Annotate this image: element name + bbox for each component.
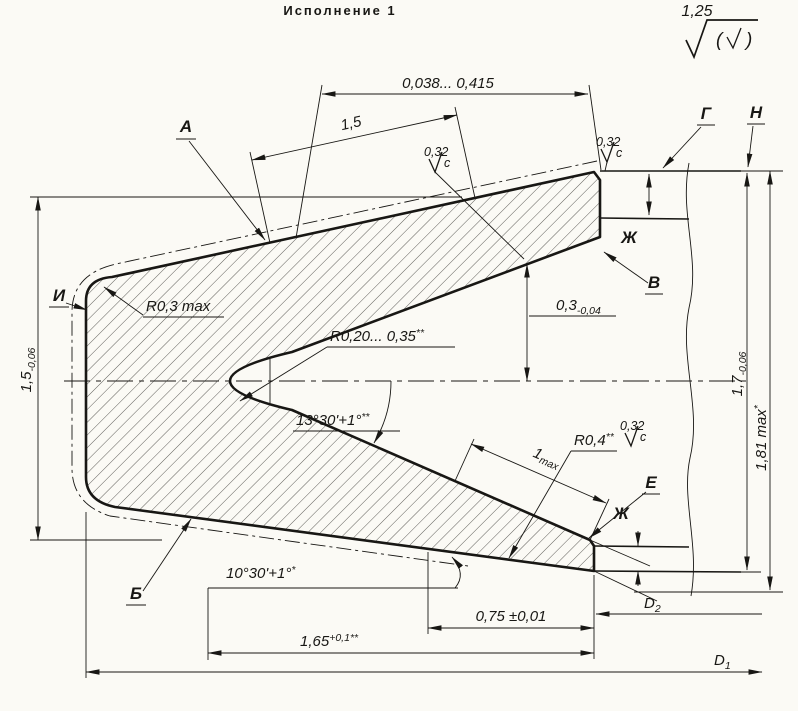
dim-d2-text: D2: [644, 595, 661, 615]
dim-depth: 0,3-0,04: [524, 263, 616, 382]
label-zh-top: Ж: [620, 173, 652, 247]
dim-angle-top-text: 13°30'+1°**: [296, 411, 370, 429]
svg-text:Ж: Ж: [612, 504, 630, 523]
paren-open: (: [716, 30, 724, 51]
note-corner-radius: R0,4** 0,32 c: [508, 419, 647, 559]
label-v: В: [603, 251, 663, 295]
dim-top-length-text: 1,5: [339, 113, 364, 134]
svg-text:c: c: [444, 156, 451, 170]
svg-text:0,32: 0,32: [424, 145, 448, 159]
note-nose-radius: R0,3 max: [103, 286, 224, 318]
svg-text:0,32: 0,32: [596, 135, 620, 149]
svg-text:Ж: Ж: [620, 228, 638, 247]
part-outline: [84, 170, 602, 573]
svg-text:Е: Е: [645, 473, 657, 492]
paren-close: ): [744, 30, 752, 51]
dim-gap-text: 0,038... 0,415: [402, 75, 494, 92]
svg-text:Г: Г: [701, 104, 713, 123]
break-line: [685, 162, 695, 597]
dim-d1-text: D1: [714, 652, 731, 672]
dim-height-max-text: 1,81 max*: [752, 404, 770, 471]
surface-mark-leader: [604, 161, 608, 172]
svg-text:c: c: [640, 430, 647, 444]
svg-text:И: И: [53, 286, 66, 305]
note-nose-radius-text: R0,3 max: [146, 298, 211, 315]
note-corner-radius-text: R0,4**: [574, 431, 615, 449]
label-e: Е: [588, 473, 660, 539]
dim-depth-text: 0,3-0,04: [556, 297, 601, 317]
note-apex-radius: R0,20... 0,35**: [239, 327, 455, 402]
dim-165: 1,65+0,1**: [207, 588, 595, 660]
dim-d2: D2: [595, 595, 762, 617]
dim-angle-top: 13°30'+1°**: [293, 380, 400, 444]
svg-text:Н: Н: [750, 103, 763, 122]
free-state-contour: [71, 160, 598, 567]
dim-165-text: 1,65+0,1**: [300, 632, 359, 650]
svg-text:Б: Б: [130, 584, 142, 603]
label-b: Б: [126, 518, 192, 606]
surface-finish-mark: 0,32 c: [424, 145, 451, 174]
dim-angle-bottom-text: 10°30'+1°*: [226, 564, 296, 582]
label-zh-bottom: Ж: [612, 504, 641, 586]
dim-gap: 0,038... 0,415: [295, 75, 602, 239]
surface-finish-mark: 0,32 c: [620, 419, 647, 448]
svg-text:В: В: [648, 273, 660, 292]
surface-check-icon: [624, 425, 639, 448]
svg-text:А: А: [179, 117, 192, 136]
dim-075-text: 0,75 ±0,01: [476, 608, 547, 625]
surface-mark-leader: [434, 171, 525, 260]
svg-text:c: c: [616, 146, 623, 160]
label-a: А: [176, 117, 266, 241]
roughness-check-icon: [685, 19, 758, 60]
surface-finish-mark: 0,32 c: [596, 135, 623, 164]
dim-flat-length-text: 1max: [530, 444, 564, 473]
general-roughness-mark: 1,25 ( ): [681, 3, 758, 60]
dim-height-right-text: 1,7-0,06: [729, 351, 749, 396]
dim-075: 0,75 ±0,01: [427, 552, 595, 659]
dim-top-length: 1,5: [249, 106, 476, 244]
adjoining-part: [589, 162, 742, 602]
note-apex-radius-text: R0,20... 0,35**: [330, 327, 425, 345]
roughness-check-small-icon: [726, 27, 742, 50]
dim-height-left: 1,5-0,06: [18, 196, 462, 541]
dim-height-left-text: 1,5-0,06: [18, 347, 38, 392]
svg-text:0,32: 0,32: [620, 419, 644, 433]
label-g: Г: [662, 104, 715, 169]
dim-d1: D1: [85, 512, 763, 678]
label-n: Н: [746, 103, 765, 168]
label-i: И: [49, 286, 88, 311]
dim-angle-bottom: 10°30'+1°*: [208, 556, 464, 589]
dim-height-right: 1,7-0,06 1,81 max*: [634, 170, 783, 593]
view-title: Исполнение 1: [283, 3, 396, 18]
roughness-value: 1,25: [681, 3, 712, 20]
